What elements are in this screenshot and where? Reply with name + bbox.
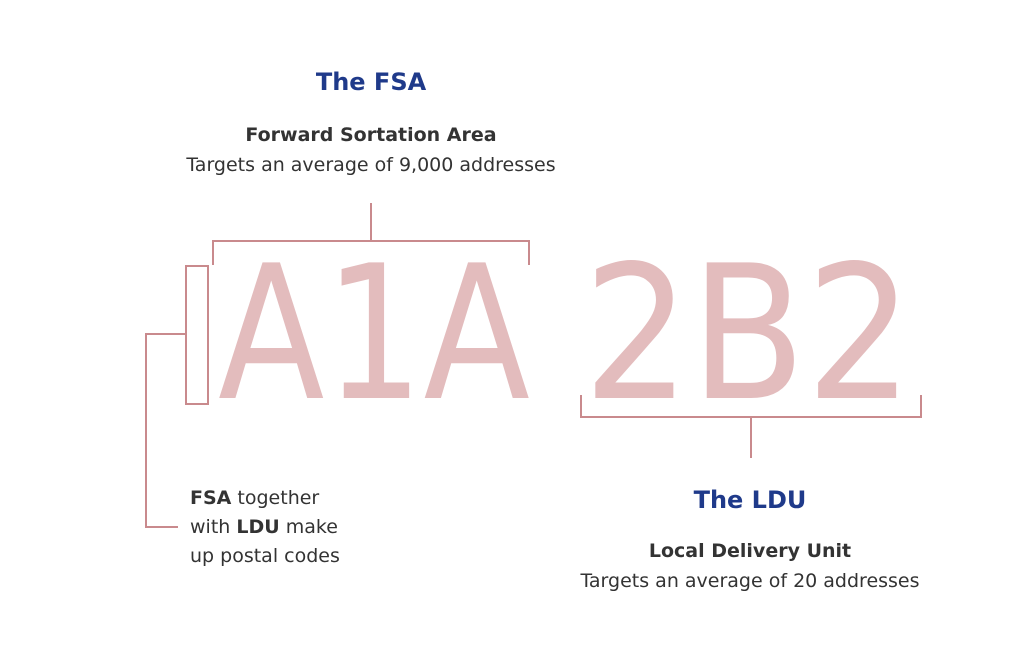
note-word: together: [237, 487, 320, 509]
fsa-heading: The FSA: [315, 68, 427, 96]
fsa-description: Targets an average of 9,000 addresses: [186, 154, 556, 176]
fsa-code-text: A1A: [218, 225, 530, 442]
note-word: up postal codes: [190, 545, 340, 567]
note-line-1: FSA together: [190, 484, 340, 513]
note-word: with: [190, 516, 231, 538]
ldu-bracket: [580, 395, 922, 458]
ldu-code-text: 2B2: [583, 225, 913, 442]
ldu-heading: The LDU: [693, 486, 807, 514]
first-letter-bracket: [145, 265, 209, 528]
fsa-name: Forward Sortation Area: [245, 124, 497, 146]
note-fsa: FSA: [190, 487, 232, 509]
note-line-3: up postal codes: [190, 542, 340, 571]
note-line-2: with LDU make: [190, 513, 340, 542]
ldu-name: Local Delivery Unit: [648, 540, 852, 562]
ldu-description: Targets an average of 20 addresses: [580, 570, 920, 592]
postal-code-note: FSA together with LDU make up postal cod…: [190, 484, 340, 571]
note-ldu: LDU: [236, 516, 280, 538]
note-word: make: [285, 516, 338, 538]
fsa-bracket: [212, 203, 530, 265]
